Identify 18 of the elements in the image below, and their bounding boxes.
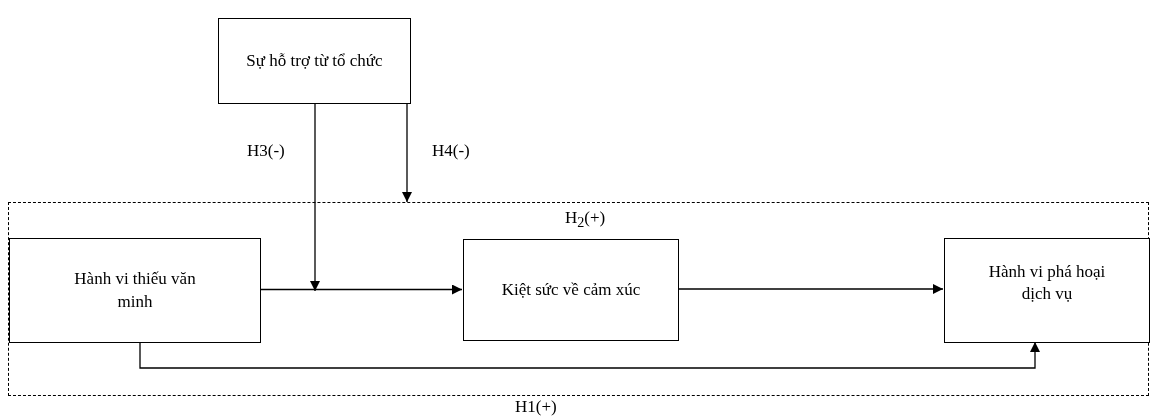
arrow: [310, 103, 320, 292]
edge-label: H3(-): [247, 141, 285, 162]
group-label: H$_{2}$(+): [565, 207, 606, 232]
arrow: [677, 284, 944, 294]
arrow: [139, 341, 1040, 369]
dashed-group-box: [8, 202, 1149, 396]
box-label: Hành vi phá hoại dịch vụ: [987, 261, 1107, 306]
edge-label: H1(+): [515, 397, 557, 418]
process-box: [218, 18, 411, 104]
box-label: Sự hỗ trợ từ tổ chức: [246, 49, 383, 72]
box-label: Kiệt sức về cảm xúc: [501, 278, 641, 301]
process-box: [463, 239, 679, 341]
arrow: [402, 103, 412, 203]
box-label: Hành vi thiếu văn minh: [73, 268, 197, 313]
process-box: [9, 238, 261, 343]
arrow: [259, 284, 463, 295]
process-box: [944, 238, 1150, 343]
edge-label: H4(-): [432, 141, 470, 162]
